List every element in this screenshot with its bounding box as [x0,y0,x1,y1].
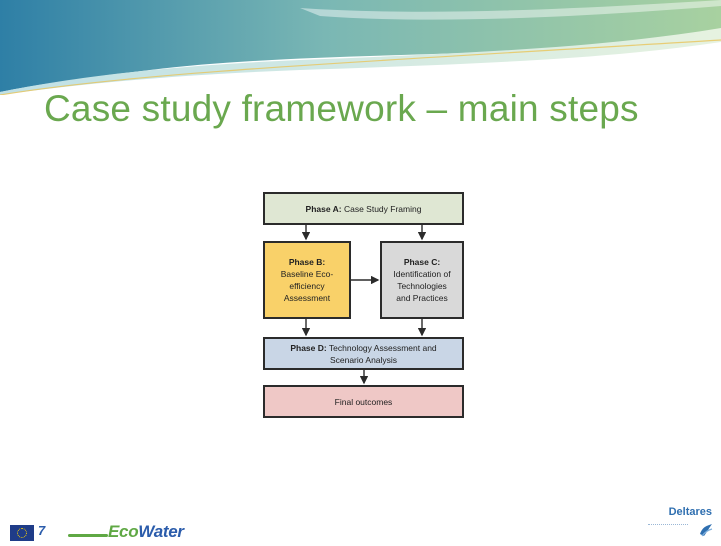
eu-flag-icon [10,525,34,541]
phase-a-box: Phase A: Case Study Framing [263,192,464,225]
header-banner [0,0,721,95]
swoosh-icon [68,534,108,537]
phase-c-line-2: Technologies [397,281,447,291]
footer-logos: 7 EcoWater [10,521,220,543]
ecowater-logo-water: Water [138,522,184,541]
phase-c-line-1: Identification of [393,269,451,279]
deltares-tagline [648,524,688,528]
phase-b-line-1: Baseline Eco- [280,269,334,279]
phase-a-label: Case Study Framing [341,203,422,214]
phase-b-box: Phase B: Baseline Eco- efficiency Assess… [263,241,351,319]
ecowater-logo-eco: Eco [108,522,139,541]
ecowater-logo: EcoWater [108,522,184,542]
phase-d-line-1-wrap: Phase D: Technology Assessment and [290,342,436,354]
phase-a-text: Phase A: Case Study Framing [306,203,422,215]
phase-d-box: Phase D: Technology Assessment and Scena… [263,337,464,370]
phase-b-line-2: efficiency [289,281,325,291]
phase-c-box: Phase C: Identification of Technologies … [380,241,464,319]
deltares-wave-icon [700,524,713,537]
phase-b-heading: Phase B: [288,257,326,267]
phase-b-line-3: Assessment [283,293,331,303]
phase-a-heading: Phase A: [305,203,342,214]
phase-d-line-1: Technology Assessment and [326,342,437,353]
phase-d-line-2: Scenario Analysis [329,354,398,365]
deltares-wordmark: Deltares [668,506,712,518]
phase-c-heading: Phase C: [403,257,441,267]
final-outcomes-box: Final outcomes [263,385,464,418]
final-outcomes-label: Final outcomes [334,396,393,407]
phase-c-line-3: and Practices [396,293,448,303]
phase-d-heading: Phase D: [290,342,327,353]
slide-title: Case study framework – main steps [44,88,639,129]
deltares-logo: Deltares [648,506,716,542]
fp7-logo: 7 [38,523,46,538]
